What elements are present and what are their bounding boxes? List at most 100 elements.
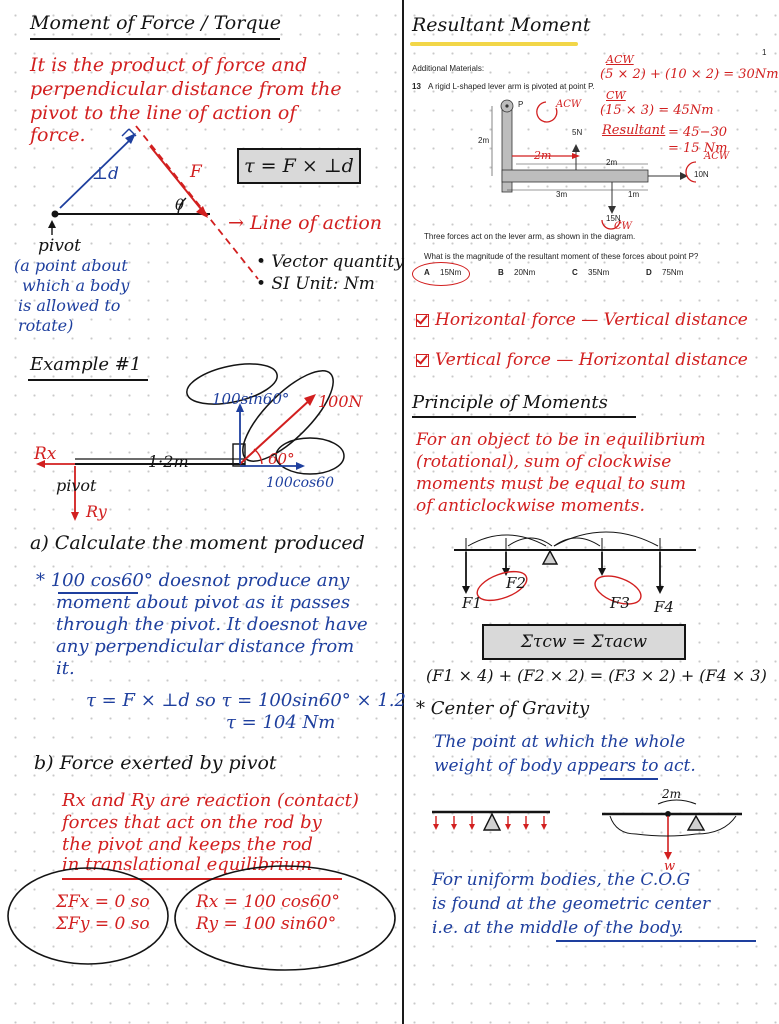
resultant-calc-line: = 15 Nm [668, 141, 728, 156]
force-f2-label: F2 [506, 574, 526, 592]
force-f4-label: F4 [654, 598, 674, 616]
appears-underline [600, 778, 658, 780]
length-label: 1·2m [148, 452, 189, 471]
example-title: Example #1 [30, 354, 142, 375]
part-a-note: * 100 cos60° doesnot produce any [36, 570, 350, 591]
example-diagram [36, 363, 345, 521]
check-force: Horizontal force [435, 310, 576, 330]
line-of-action-label: → Line of action [228, 212, 383, 234]
uniform-line: i.e. at the middle of the body. [432, 918, 684, 938]
definition-line: pivot to the line of action of [30, 102, 297, 124]
option-letter: C [572, 268, 578, 277]
force-label: F [190, 162, 202, 182]
part-b-note: forces that act on the rod by [62, 812, 322, 833]
principle-line: (rotational), sum of clockwise [416, 452, 672, 472]
acw-label: ACW [606, 53, 634, 66]
principle-title: Principle of Moments [412, 392, 608, 413]
property-si-unit: • SI Unit: Nm [256, 274, 375, 294]
example-pivot-label: pivot [56, 476, 97, 495]
angle-60-label: 60° [268, 450, 295, 468]
part-a-note: it. [56, 658, 75, 679]
vertical-component-label: 100sin60° [212, 390, 290, 408]
resultant-calc-line: = 45−30 [668, 125, 728, 140]
principle-formula-box: Στcw = Στacw [482, 624, 686, 660]
dim-2m-horizontal: 2m [606, 158, 618, 167]
force-f1-label: F1 [462, 594, 482, 612]
part-a-heading: a) Calculate the moment produced [30, 532, 365, 554]
note-underline [62, 878, 342, 880]
force-15n-label: 15N [606, 214, 621, 223]
beam-length-label: 2m [662, 787, 682, 801]
definition-line: force. [30, 124, 86, 146]
principle-line: moments must be equal to sum [416, 474, 686, 494]
column-divider [402, 0, 404, 1024]
pivot-note-line: is allowed to [18, 296, 121, 315]
uniform-line: is found at the geometric center [432, 894, 711, 914]
cw-calculation: (15 × 3) = 45Nm [600, 103, 714, 118]
rx-label: Rx [34, 444, 57, 464]
title-highlight [410, 42, 578, 46]
part-a-note: moment about pivot as it passes [56, 592, 351, 613]
answer-circle [412, 262, 470, 286]
check-row-horizontal: Horizontal force — Vertical distance [416, 310, 748, 330]
option-value: 20Nm [514, 268, 536, 277]
point-p-label: P [518, 100, 524, 109]
check-force: Vertical force [435, 350, 551, 370]
sum-fy-equation: ΣFy = 0 so [56, 914, 150, 934]
check-row-vertical: Vertical force — Horizontal distance [416, 350, 748, 370]
note-underline [58, 592, 138, 594]
cog-diagram [432, 799, 742, 860]
cog-line: The point at which the whole [434, 732, 686, 752]
lever-arm-diagram [491, 99, 697, 230]
force-5n-label: 5N [572, 128, 583, 137]
pivot-note-line: rotate) [18, 316, 74, 335]
check-dash: — [556, 350, 574, 370]
check-icon [416, 314, 429, 327]
principle-underline [412, 416, 636, 418]
uniform-line: For uniform bodies, the C.O.G [432, 870, 691, 890]
equilibrium-ellipses [7, 865, 396, 971]
pivot-note-line: (a point about [14, 256, 128, 275]
cw-small-label: CW [614, 221, 632, 232]
question-text: A rigid L-shaped lever arm is pivoted at… [428, 82, 595, 91]
principle-line: of anticlockwise moments. [416, 496, 645, 516]
right-column: Resultant Moment 1 Additional Materials:… [406, 0, 779, 1024]
part-a-note: through the pivot. It doesnot have [56, 614, 368, 635]
torque-calculation: τ = F × ⊥d so τ = 100sin60° × 1.2 [86, 690, 406, 711]
dim-3m: 3m [556, 190, 568, 199]
problem-body: Three forces act on the lever arm, as sh… [424, 232, 636, 241]
torque-formula-box: τ = F × ⊥d [237, 148, 361, 184]
acw-small-label: ACW [556, 99, 582, 110]
part-b-note: Rx and Ry are reaction (contact) [62, 790, 359, 811]
expanded-equation: (F1 × 4) + (F2 × 2) = (F3 × 2) + (F4 × 3… [426, 666, 767, 685]
force-f3-label: F3 [610, 594, 630, 612]
option-value: 15Nm [440, 268, 462, 277]
ry-equation: Ry = 100 sin60° [196, 914, 337, 934]
torque-result: τ = 104 Nm [226, 712, 336, 733]
section-title-resultant: Resultant Moment [412, 14, 591, 36]
resultant-label: Resultant [602, 123, 666, 138]
option-letter: D [646, 268, 652, 277]
page-number: 1 [762, 48, 767, 57]
part-a-note: any perpendicular distance from [56, 636, 355, 657]
cw-label: CW [606, 89, 626, 102]
problem-ask: What is the magnitude of the resultant m… [424, 252, 699, 261]
angle-label: θ [175, 196, 185, 214]
middle-underline [556, 940, 756, 942]
check-distance: Horizontal distance [578, 350, 748, 370]
acw-calculation: (5 × 2) + (10 × 2) = 30Nm [600, 67, 779, 82]
check-icon [416, 354, 429, 367]
rx-equation: Rx = 100 cos60° [196, 892, 340, 912]
two-m-note: 2m [534, 149, 552, 162]
title-underline [30, 38, 280, 40]
definition-line: It is the product of force and [30, 54, 308, 76]
option-value: 35Nm [588, 268, 610, 277]
applied-force-label: 100N [318, 392, 363, 411]
dim-2m-vertical: 2m [478, 136, 490, 145]
principle-beam-diagram [454, 531, 696, 605]
pivot-note-line: which a body [22, 276, 130, 295]
force-10n-label: 10N [694, 170, 709, 179]
perpendicular-distance-label: ⊥d [92, 164, 119, 184]
additional-materials: Additional Materials: [412, 64, 485, 73]
check-distance: Vertical distance [603, 310, 748, 330]
